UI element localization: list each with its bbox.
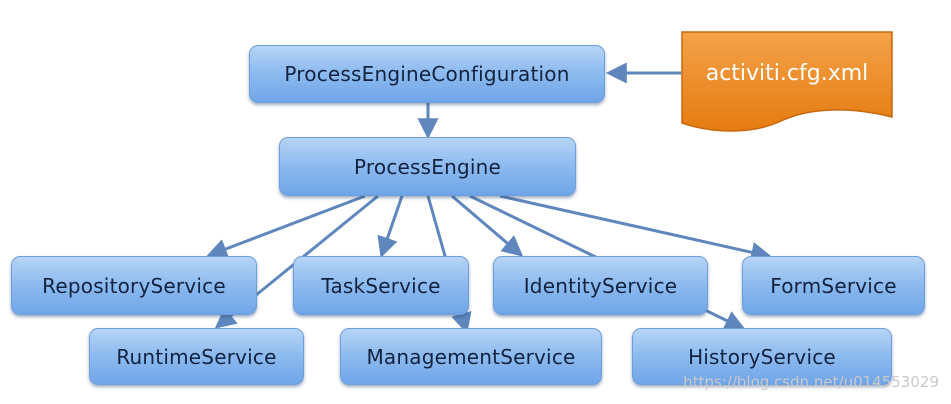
config-file-document: activiti.cfg.xml [681,31,893,135]
node-label: ProcessEngineConfiguration [284,62,570,86]
config-file-label: activiti.cfg.xml [705,61,869,86]
node-label: IdentityService [523,273,678,298]
watermark-text: https://blog.csdn.net/u014553029 [683,373,939,391]
node-form-service: FormService [742,256,925,315]
arrow-engine-to-task [377,195,404,258]
arrow-engine-to-identity [451,194,524,257]
node-label: ProcessEngine [353,154,501,179]
node-history-service: HistoryService [632,328,892,385]
node-label: ManagementService [366,344,576,369]
document-shape [681,31,893,132]
node-task-service: TaskService [293,256,469,315]
arrow-engine-to-form [499,194,773,263]
node-repository-service: RepositoryService [11,256,257,315]
node-process-engine: ProcessEngine [279,137,576,196]
node-label: RuntimeService [116,344,277,369]
node-label: TaskService [321,273,441,298]
node-label: RepositoryService [42,273,226,298]
node-process-engine-configuration: ProcessEngineConfiguration [249,45,605,103]
node-runtime-service: RuntimeService [89,328,304,385]
node-label: HistoryService [688,344,836,369]
arrow-engine-to-repository [206,194,366,259]
node-identity-service: IdentityService [493,256,708,315]
node-management-service: ManagementService [340,328,602,385]
node-label: FormService [770,273,897,298]
